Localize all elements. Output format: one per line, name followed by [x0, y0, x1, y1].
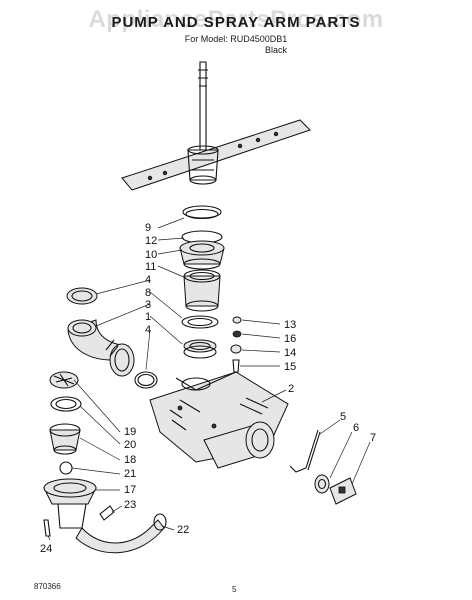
callout-15: 15	[284, 361, 296, 373]
callout-17: 17	[124, 484, 136, 496]
pump-housing-cylinder	[183, 269, 221, 312]
gasket-rings	[181, 315, 219, 359]
callout-5: 5	[340, 411, 346, 423]
spray-arm-part	[121, 61, 311, 191]
callout-22: 22	[177, 524, 189, 536]
callout-20: 20	[124, 439, 136, 451]
callout-numbers: 9 12 10 11 4 8 3 1 4 13 16 14 15 2 19 20…	[40, 222, 376, 555]
color-line: Black	[264, 45, 287, 55]
callout-24: 24	[40, 543, 52, 555]
drain-hose	[43, 505, 167, 554]
callout-leaders	[47, 217, 371, 541]
callout-11: 11	[145, 261, 156, 273]
callout-18: 18	[124, 454, 136, 466]
pump-motor-assembly	[149, 371, 289, 469]
callout-8: 8	[145, 287, 151, 299]
page-number: 5	[232, 585, 237, 594]
document-code: 870366	[34, 582, 61, 591]
diagram-title: PUMP AND SPRAY ARM PARTS	[111, 14, 361, 31]
elbow-hose	[66, 287, 158, 389]
watermark: AppliancePartsPros.com	[88, 6, 384, 33]
callout-19: 19	[124, 426, 136, 438]
callout-4-upper: 4	[145, 274, 151, 286]
callout-2: 2	[288, 383, 294, 395]
callout-16: 16	[284, 333, 296, 345]
filter-stack	[43, 371, 97, 529]
callout-9: 9	[145, 222, 151, 234]
callout-10: 10	[145, 249, 157, 261]
callout-14: 14	[284, 347, 296, 359]
model-line: For Model: RUD4500DB1	[184, 34, 288, 44]
callout-4-lower: 4	[145, 324, 151, 336]
callout-6: 6	[353, 422, 359, 434]
wire-seal-parts	[289, 429, 357, 505]
small-fasteners	[230, 316, 242, 373]
callout-21: 21	[124, 468, 136, 480]
callout-3: 3	[145, 299, 151, 311]
callout-7: 7	[370, 432, 376, 444]
stacked-rings	[179, 205, 225, 270]
callout-12: 12	[145, 235, 157, 247]
callout-13: 13	[284, 319, 296, 331]
callout-23: 23	[124, 499, 136, 511]
callout-1: 1	[145, 311, 151, 323]
